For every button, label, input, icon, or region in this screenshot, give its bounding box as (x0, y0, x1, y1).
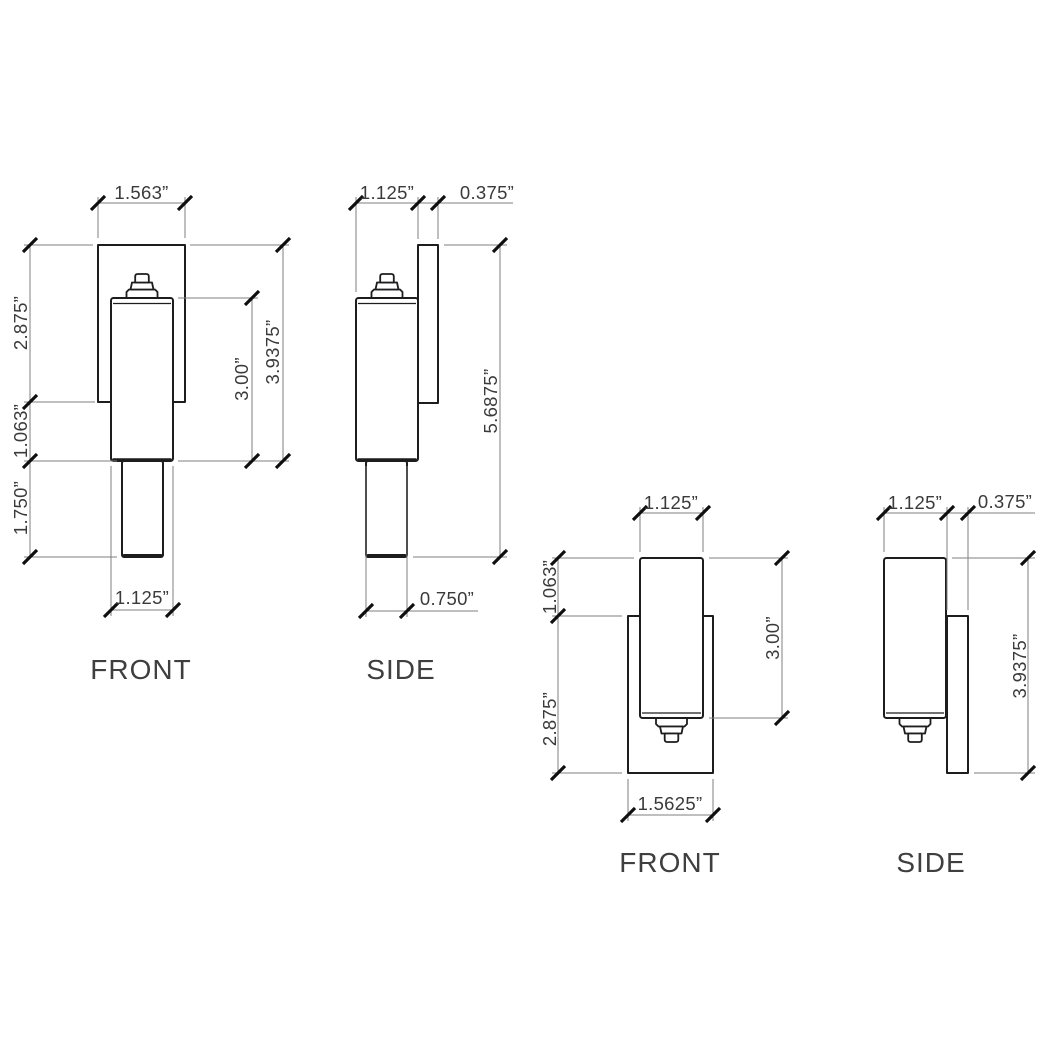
dim-glass-depth-label: 1.125” (888, 492, 942, 513)
view-label-side-down: SIDE (366, 654, 435, 685)
glass-body-outline (639, 557, 704, 719)
dim-plate-thickness-label: 0.375” (460, 182, 514, 203)
dim-glass-width-label: 1.125” (115, 587, 169, 608)
lamp-socket (370, 273, 404, 299)
stem-outline (365, 460, 408, 558)
dimension-ticks (347, 194, 509, 620)
view-label-side-up: SIDE (896, 847, 965, 878)
dim-glass-depth-label: 1.125” (360, 182, 414, 203)
dim-glass-above-plate-label: 1.063” (539, 560, 560, 614)
dim-overall-height-label: 3.9375” (1009, 634, 1030, 699)
backplate-outline (946, 615, 969, 774)
view-side-down: 1.125” 0.375” 5.6875” 0.750” SIDE (347, 182, 514, 685)
dim-glass-below-plate-label: 1.063” (10, 404, 31, 458)
dim-backplate-height-label: 2.875” (10, 296, 31, 350)
dim-glass-width-label: 1.125” (644, 492, 698, 513)
view-side-up: 1.125” 0.375” 3.9375” SIDE (875, 491, 1037, 878)
dim-overall-drop-label: 3.9375” (262, 320, 283, 385)
dim-glass-height-label: 3.00” (231, 357, 252, 401)
dim-stem-depth-label: 0.750” (420, 588, 474, 609)
backplate-outline (417, 244, 439, 404)
dim-stem-length-label: 1.750” (10, 481, 31, 535)
glass-body-outline (883, 557, 947, 719)
dim-overall-height-label: 5.6875” (480, 369, 501, 434)
glass-body-outline (355, 297, 419, 462)
stem-outline (121, 460, 164, 558)
glass-body-outline (110, 297, 174, 462)
dimension-lines (355, 197, 513, 617)
dim-backplate-height-label: 2.875” (539, 692, 560, 746)
dim-glass-height-label: 3.00” (762, 616, 783, 660)
view-label-front-down: FRONT (90, 654, 191, 685)
dimension-ticks (21, 194, 292, 619)
view-front-up: 1.125” 1.063” 2.875” 3.00” 1.5625” FRONT (539, 492, 791, 878)
lamp-socket (898, 717, 932, 743)
view-front-down: 1.563” 2.875” 1.063” 1.750” 3.00” 3.9375… (10, 182, 292, 685)
dim-plate-thickness-label: 0.375” (978, 491, 1032, 512)
dim-backplate-width-label: 1.563” (114, 182, 168, 203)
dim-backplate-width-label: 1.5625” (638, 793, 703, 814)
dimension-ticks (875, 504, 1037, 782)
view-label-front-up: FRONT (619, 847, 720, 878)
dimension-ticks (549, 504, 791, 824)
dimension-lines (24, 197, 289, 616)
